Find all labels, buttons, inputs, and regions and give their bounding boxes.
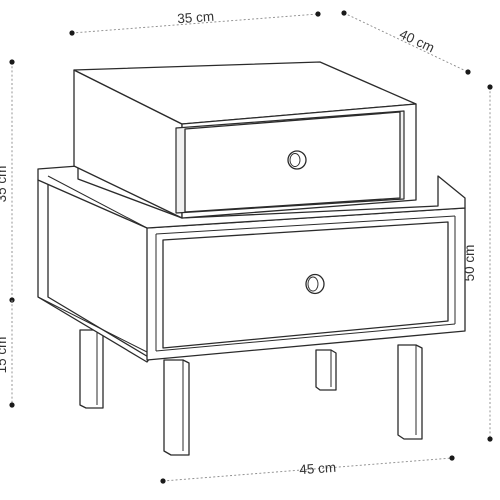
lower-drawer-knob[interactable] [305,273,325,295]
upper-drawer-knob[interactable] [287,150,307,170]
label-top-width: 35 cm [177,9,215,27]
lower-top-surface [37,165,466,229]
label-bottom-width: 45 cm [299,460,337,478]
upper-cabinet [73,61,417,219]
label-leg-height: 15 cm [0,337,9,374]
leg-back-left [79,329,104,409]
leg-front-left [163,359,190,456]
legs [79,329,423,456]
lower-cabinet [37,165,466,363]
label-upper-height: 35 cm [0,166,9,203]
dimension-lines [9,10,493,484]
leg-front-right [397,344,423,440]
label-depth: 40 cm [397,26,437,55]
label-total-height: 50 cm [462,245,477,282]
leg-back-right [315,349,337,391]
